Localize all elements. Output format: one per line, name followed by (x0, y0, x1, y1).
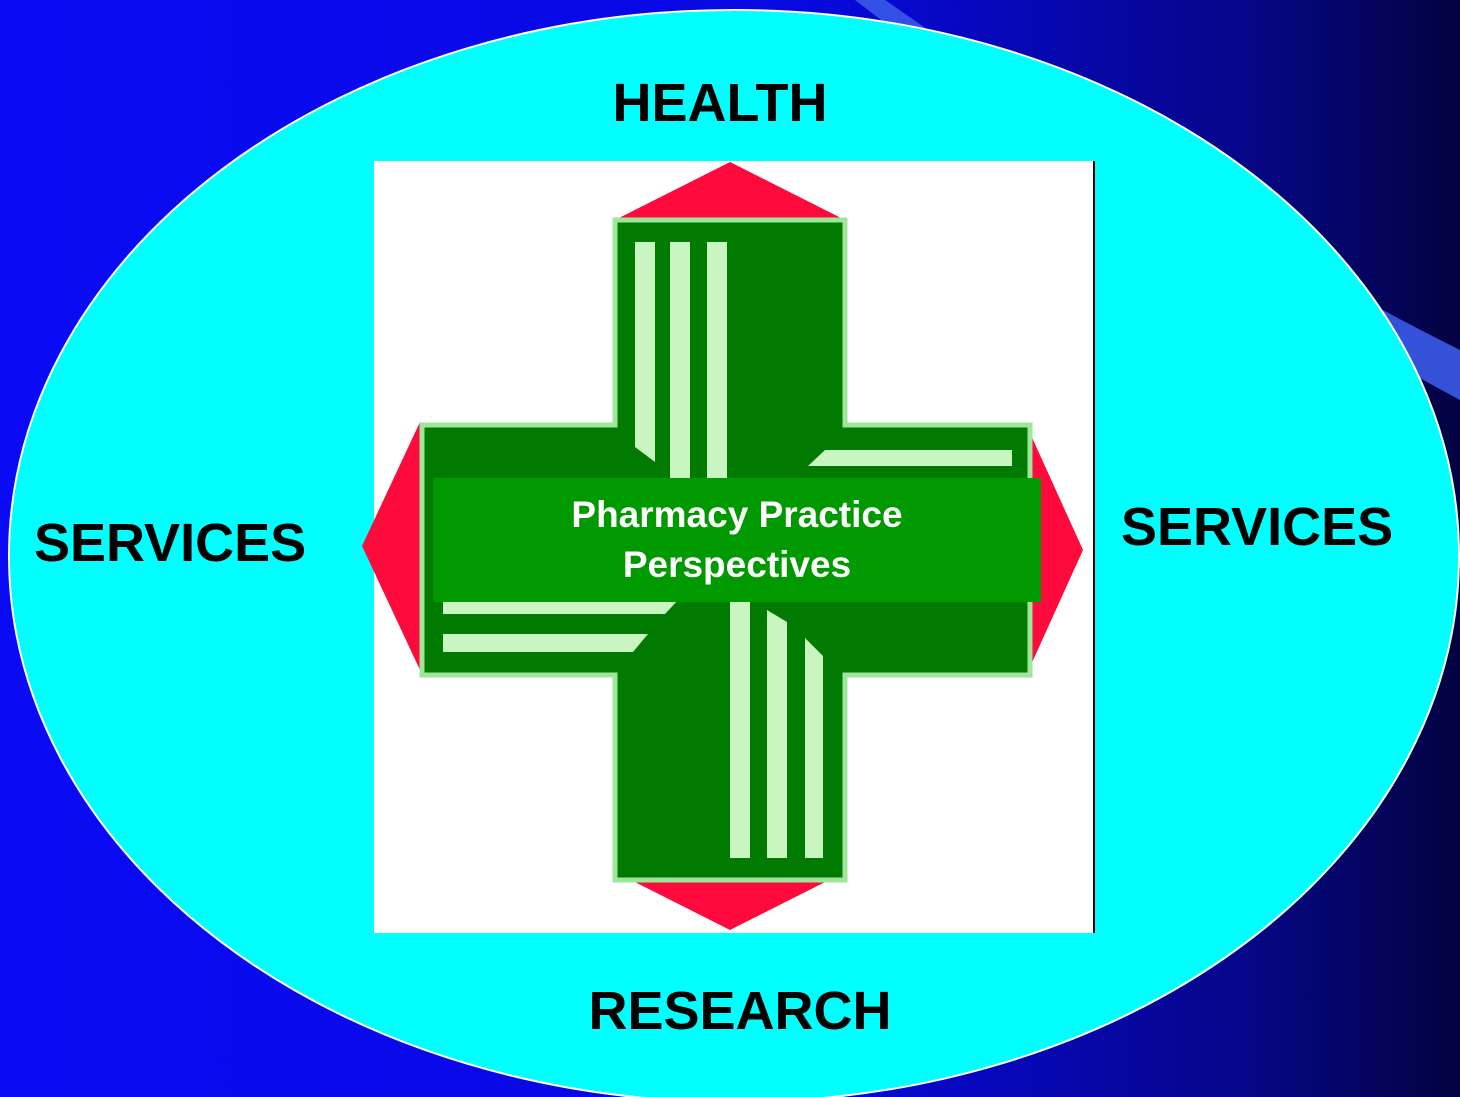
stripe (670, 242, 690, 478)
stripe (805, 638, 823, 858)
center-caption: Pharmacy Practice Perspectives (433, 478, 1041, 602)
arrow-left (362, 422, 420, 670)
stripe (730, 600, 750, 858)
stripe (635, 242, 655, 462)
stripe (767, 610, 787, 858)
arrow-up (615, 162, 845, 220)
center-caption-line-1: Pharmacy Practice (571, 494, 903, 535)
center-caption-line-2: Perspectives (622, 544, 852, 585)
stripe (808, 450, 1012, 466)
pharmacy-cross-icon (362, 162, 1083, 930)
center-band (433, 478, 1041, 602)
label-services-left: SERVICES (34, 513, 307, 573)
stripe (443, 634, 648, 652)
arrow-down (615, 872, 845, 930)
label-health: HEALTH (612, 73, 828, 133)
label-research: RESEARCH (588, 981, 892, 1041)
stripe (707, 242, 727, 478)
label-services-right: SERVICES (1121, 497, 1394, 557)
